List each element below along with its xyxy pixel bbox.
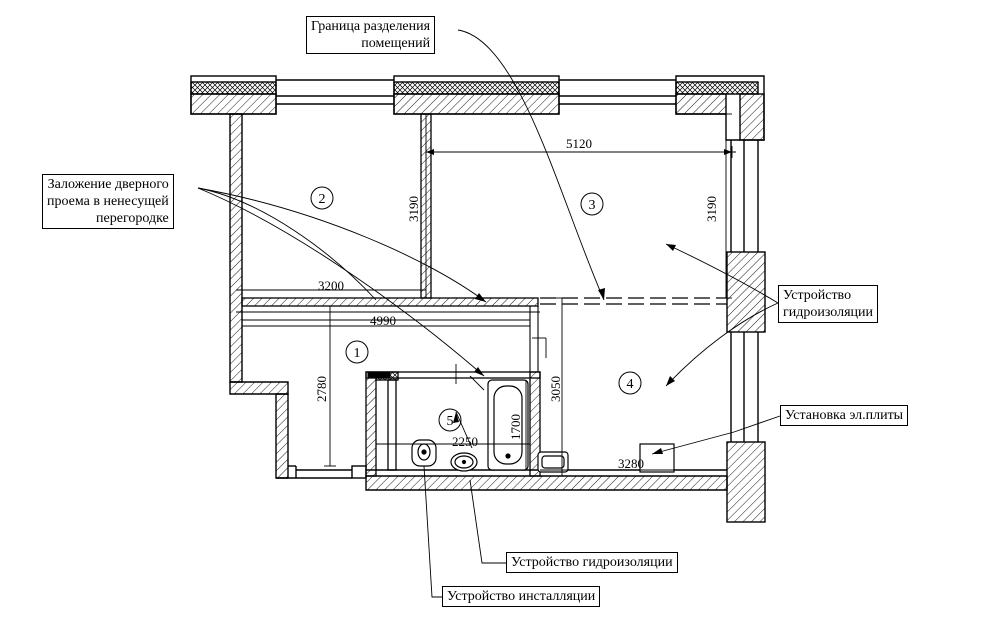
leader-lines [197, 29, 781, 598]
room-marker-2: 2 [310, 186, 334, 210]
callout-door-infill: Заложение дверного проема в ненесущей пе… [42, 174, 174, 229]
outer-wall-top [190, 75, 765, 141]
toilet [411, 439, 437, 467]
dim-2250: 2250 [452, 434, 478, 449]
callout-waterproofing-right: Устройство гидроизоляции [778, 285, 879, 323]
dim-3190-left: 3190 [406, 196, 421, 222]
room-marker-3: 3 [580, 192, 604, 216]
dim-3280: 3280 [618, 456, 644, 471]
dim-3050: 3050 [548, 376, 563, 402]
dim-1700: 1700 [508, 414, 523, 440]
sink-bathroom [450, 452, 478, 472]
svg-text:2: 2 [319, 192, 326, 207]
callout-waterproofing-bottom: Устройство гидроизоляции [506, 552, 678, 573]
svg-text:1: 1 [354, 346, 361, 361]
kitchen-sink [537, 451, 569, 473]
outer-wall-right [726, 140, 766, 523]
outer-wall-left [229, 113, 289, 479]
room-marker-4: 4 [618, 371, 642, 395]
dimension-lines [236, 113, 736, 476]
svg-text:5: 5 [447, 414, 454, 429]
outer-wall-bottom [365, 469, 728, 491]
svg-text:3: 3 [589, 198, 596, 213]
callout-installation: Устройство инсталляции [442, 586, 601, 607]
dim-3190-right: 3190 [704, 196, 719, 222]
dim-4990: 4990 [370, 313, 396, 328]
dim-2780: 2780 [314, 376, 329, 402]
dim-3200: 3200 [318, 278, 344, 293]
room-boundary-dashed [540, 297, 727, 305]
svg-text:4: 4 [627, 377, 634, 392]
dim-5120: 5120 [566, 136, 592, 151]
bathtub [487, 379, 529, 471]
electric-stove [639, 443, 675, 473]
callout-room-boundary: Граница разделения помещений [306, 16, 436, 54]
callout-stove: Установка эл.плиты [780, 405, 909, 426]
room-marker-1: 1 [345, 340, 369, 364]
